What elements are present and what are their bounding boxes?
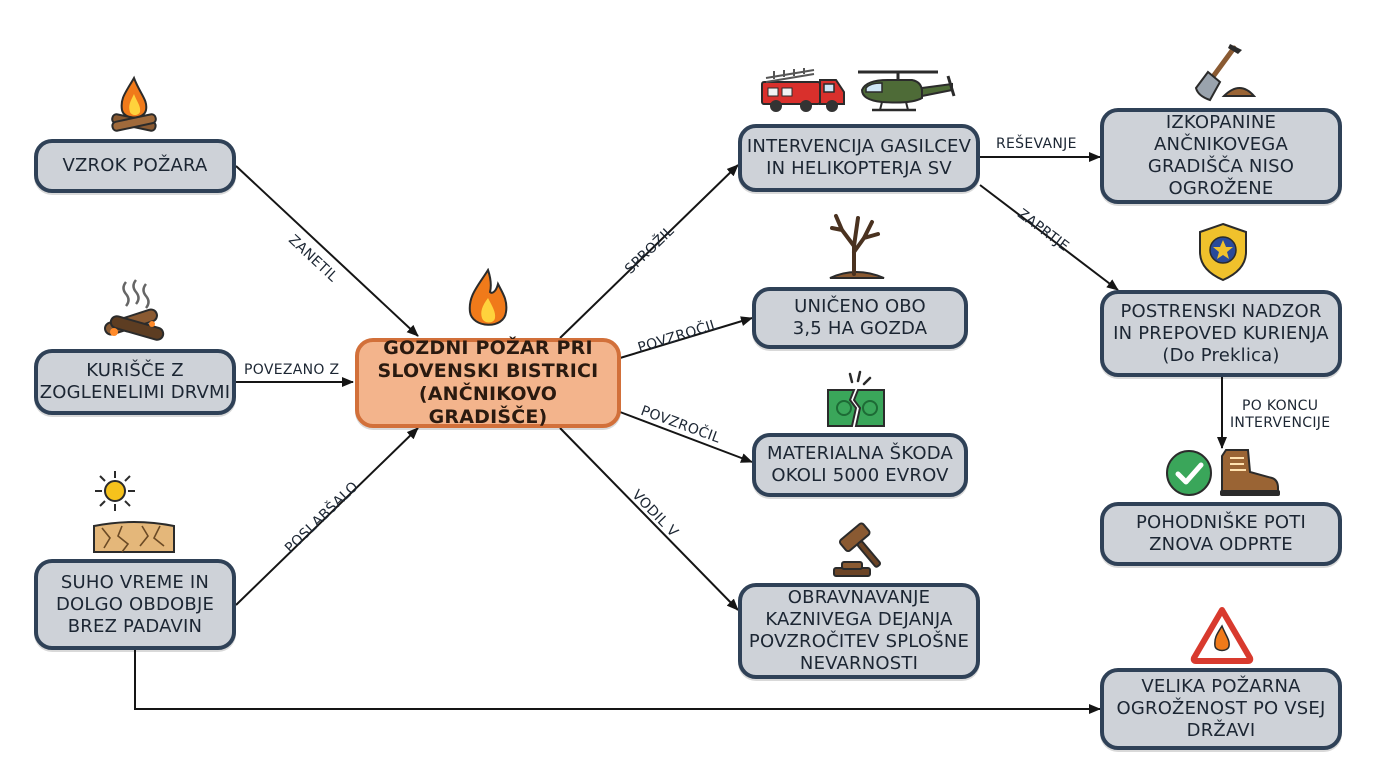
police-badge-icon bbox=[1199, 222, 1247, 282]
node-destroyed: UNIČENO OBO 3,5 HA GOZDA bbox=[752, 287, 968, 349]
edge-povzrocil-2 bbox=[619, 411, 753, 463]
edge-label-pokoncu: PO KONCU INTERVENCIJE bbox=[1230, 398, 1331, 431]
campfire-icon bbox=[111, 75, 157, 132]
edge-zanetil bbox=[235, 165, 419, 337]
flame-icon bbox=[468, 268, 508, 326]
edge-poslabsalo bbox=[235, 427, 419, 606]
torn-banknote-icon bbox=[827, 370, 885, 427]
cracked-earth-icon bbox=[93, 521, 175, 553]
node-trails: POHODNIŠKE POTI ZNOVA ODPRTE bbox=[1100, 502, 1342, 566]
node-dry-weather: SUHO VREME IN DOLGO OBDOBJE BREZ PADAVIN bbox=[34, 559, 236, 650]
edge-povzrocil-1 bbox=[619, 316, 753, 359]
edge-vodil bbox=[559, 427, 739, 611]
node-danger: VELIKA POŽARNA OGROŽENOST PO VSEJ DRŽAVI bbox=[1100, 668, 1342, 750]
node-intervention: INTERVENCIJA GASILCEV IN HELIKOPTERJA SV bbox=[738, 124, 980, 192]
shovel-icon bbox=[1194, 44, 1256, 102]
sun-icon bbox=[95, 471, 135, 511]
node-fireplace: KURIŠČE Z ZOGLENELIMI DRVMI bbox=[34, 349, 236, 415]
dead-tree-icon bbox=[829, 214, 885, 279]
edge-zaprtje bbox=[979, 184, 1119, 291]
fire-truck-icon bbox=[761, 68, 845, 112]
gavel-icon bbox=[833, 522, 881, 577]
node-excavations: IZKOPANINE ANČNIKOVEGA GRADIŠČA NISO OGR… bbox=[1100, 108, 1342, 204]
edge-sprozil bbox=[559, 164, 739, 339]
edge-label-resevanje: REŠEVANJE bbox=[996, 136, 1077, 152]
fireplace-logs-icon bbox=[104, 279, 165, 341]
node-case: OBRAVNAVANJE KAZNIVEGA DEJANJA POVZROČIT… bbox=[738, 583, 980, 679]
edge-drought-danger bbox=[134, 650, 1101, 714]
check-icon bbox=[1166, 450, 1212, 496]
node-cause: VZROK POŽARA bbox=[34, 139, 236, 193]
node-patrol: POSTRENSKI NADZOR IN PREPOVED KURIENJA (… bbox=[1100, 290, 1342, 377]
helicopter-icon bbox=[858, 70, 956, 112]
edge-label-povezano: POVEZANO Z bbox=[244, 362, 340, 378]
node-center: GOZDNI POŽAR PRI SLOVENSKI BISTRICI (ANČ… bbox=[355, 337, 621, 428]
hiking-boot-icon bbox=[1220, 449, 1280, 496]
fire-warning-icon bbox=[1190, 607, 1254, 664]
node-damage: MATERIALNA ŠKODA OKOLI 5000 EVROV bbox=[752, 433, 968, 497]
